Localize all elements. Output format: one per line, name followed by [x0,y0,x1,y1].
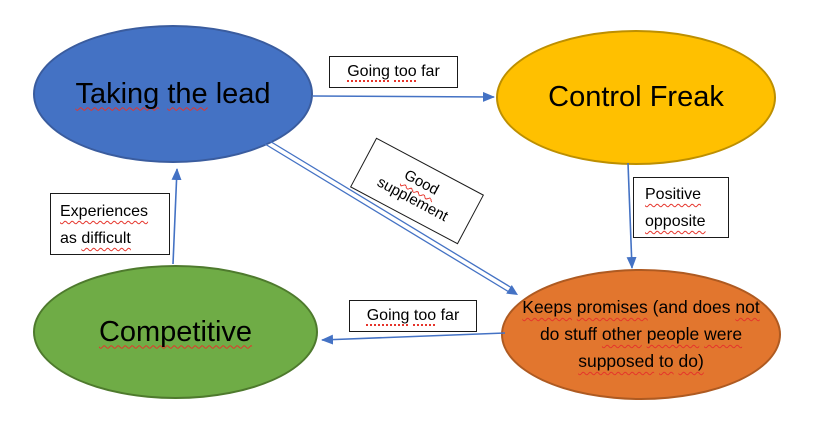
node-control-freak-label: Control Freak [548,81,724,113]
arrow-lead-to-keepspromises-head[interactable] [506,285,518,295]
arrow-lead-to-controlfreak[interactable] [312,91,495,102]
node-competitive-label: Competitive [98,315,253,348]
node-taking-the-lead-label: Taking the lead [75,77,271,110]
arrow-lead-to-keepspromises-line1[interactable] [267,139,513,289]
node-taking-the-lead[interactable]: Taking the lead [33,25,313,163]
node-competitive[interactable]: Competitive [33,265,318,399]
node-control-freak[interactable]: Control Freak [496,30,776,165]
arrow-competitive-to-lead[interactable] [171,168,182,265]
arrow-controlfreak-to-keepspromises[interactable] [626,162,637,269]
arrow-keepspromises-to-competitive[interactable] [321,332,506,345]
arrow-lead-to-keepspromises-line2[interactable] [264,143,510,293]
label-box-going-too-far-bottom[interactable]: Going too far [349,300,477,332]
label-box-going-too-far-top[interactable]: Going too far [329,56,458,88]
